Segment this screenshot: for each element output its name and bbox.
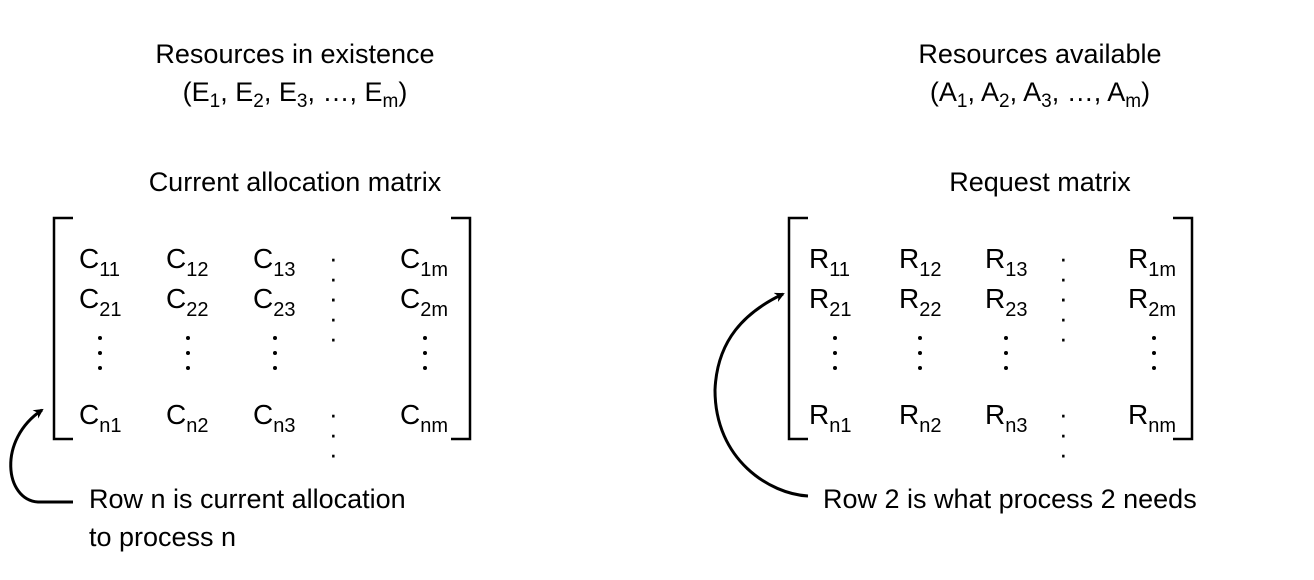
matrix-cell: C1m (400, 243, 449, 281)
matrix-cell: Rn3 (985, 399, 1028, 437)
matrix-cell: C23 (253, 283, 296, 321)
left-bracket (787, 216, 808, 441)
horizontal-ellipsis: · · · (1059, 283, 1074, 353)
vertical-ellipsis (1152, 336, 1156, 381)
request-matrix-title: Request matrix (949, 167, 1131, 197)
resources-available-title: Resources available (918, 39, 1162, 69)
matrix-cell: C12 (166, 243, 209, 281)
matrix-cell: R12 (899, 243, 942, 281)
vertical-ellipsis (423, 336, 427, 381)
matrix-cell: C21 (79, 283, 122, 321)
matrix-cell: C22 (166, 283, 209, 321)
available-vector: (A1, A2, A3, …, Am) (929, 77, 1151, 112)
row-n-annotation: Row n is current allocation to process n (89, 480, 406, 556)
current-allocation-matrix-title: Current allocation matrix (148, 167, 442, 197)
existence-vector: (E1, E2, E3, …, Em) (182, 77, 408, 112)
horizontal-ellipsis: · · · (1059, 399, 1074, 469)
matrix-cell: R1m (1128, 243, 1177, 281)
horizontal-ellipsis: · · · (1059, 243, 1074, 313)
vertical-ellipsis (98, 336, 102, 381)
matrix-cell: Cn1 (79, 399, 122, 437)
matrix-cell: Rn1 (809, 399, 852, 437)
annotation-line: to process n (89, 522, 237, 552)
arrow-to-row-n (9, 408, 73, 504)
matrix-cell: C2m (400, 283, 449, 321)
matrix-cell: R23 (985, 283, 1028, 321)
matrix-cell: Rnm (1128, 399, 1177, 437)
horizontal-ellipsis: · · · (329, 283, 344, 353)
matrix-cell: R13 (985, 243, 1028, 281)
matrix-cell: R2m (1128, 283, 1177, 321)
resources-in-existence-title: Resources in existence (155, 39, 435, 69)
matrix-cell: R11 (809, 243, 850, 281)
matrix-cell: Cn2 (166, 399, 209, 437)
right-bracket (451, 216, 472, 441)
matrix-cell: R22 (899, 283, 942, 321)
right-bracket (1173, 216, 1194, 441)
vertical-ellipsis (918, 336, 922, 381)
matrix-cell: Cnm (400, 399, 449, 437)
horizontal-ellipsis: · · · (329, 399, 344, 469)
vertical-ellipsis (186, 336, 190, 381)
vertical-ellipsis (833, 336, 837, 381)
matrix-cell: Rn2 (899, 399, 942, 437)
matrix-cell: Cn3 (253, 399, 296, 437)
vertical-ellipsis (273, 336, 277, 381)
annotation-line: Row 2 is what process 2 needs (823, 484, 1197, 514)
row-2-annotation: Row 2 is what process 2 needs (823, 480, 1197, 518)
annotation-line: Row n is current allocation (89, 484, 406, 514)
arrow-to-row-2 (713, 292, 809, 498)
vertical-ellipsis (1004, 336, 1008, 381)
matrix-cell: C11 (79, 243, 120, 281)
matrix-cell: R21 (809, 283, 852, 321)
matrix-cell: C13 (253, 243, 296, 281)
left-bracket (52, 216, 73, 441)
horizontal-ellipsis: · · · (329, 243, 344, 313)
